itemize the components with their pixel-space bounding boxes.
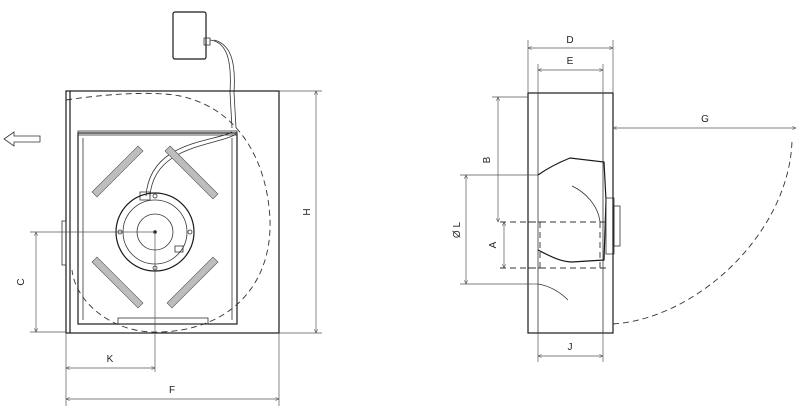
side-view: D E G B A Ø L J: [452, 35, 796, 362]
door-swing-arc: [612, 139, 793, 325]
stiffener-ribs: [91, 145, 219, 309]
dim-label-l: Ø L: [452, 222, 463, 239]
dim-label-c: C: [16, 278, 27, 285]
dim-label-d: D: [566, 35, 573, 46]
dim-label-e: E: [567, 56, 574, 67]
housing-outline: [65, 90, 280, 334]
dim-label-a: A: [488, 241, 499, 248]
dim-label-h: H: [302, 208, 313, 215]
cable: [209, 39, 233, 129]
dim-label-b: B: [482, 156, 493, 163]
scroll-dashed-outline: [65, 92, 271, 333]
terminal-box-icon: [172, 11, 211, 60]
front-view: C K F H: [3, 11, 322, 406]
arrow-left-icon: [3, 131, 41, 147]
dim-label-k: K: [107, 354, 114, 365]
side-housing: [527, 92, 614, 334]
inner-frame: [77, 132, 238, 325]
dim-label-g: G: [701, 114, 709, 125]
dim-label-j: J: [568, 342, 573, 353]
motor-profile: [537, 157, 621, 301]
dim-label-f: F: [169, 385, 175, 396]
